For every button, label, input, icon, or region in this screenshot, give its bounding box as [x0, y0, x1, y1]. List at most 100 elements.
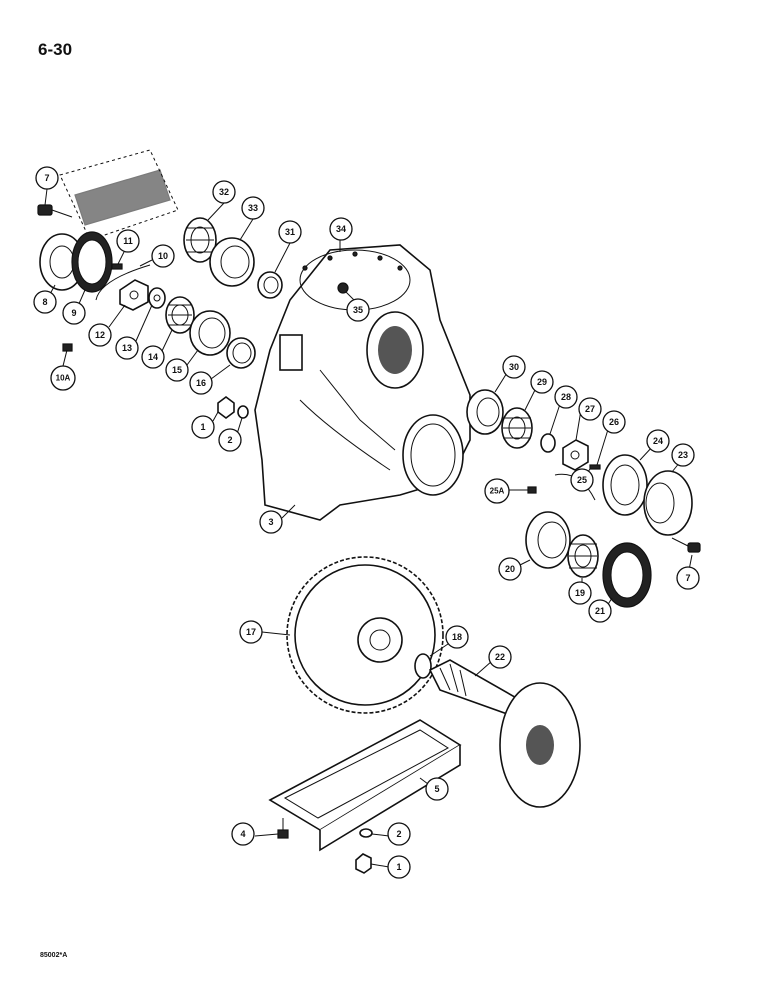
svg-text:1: 1 — [200, 422, 205, 432]
callout-12: 12 — [88, 323, 112, 347]
callout-5: 5 — [425, 777, 449, 801]
svg-text:17: 17 — [246, 627, 256, 637]
callout-13: 13 — [115, 336, 139, 360]
svg-text:20: 20 — [505, 564, 515, 574]
svg-text:2: 2 — [227, 435, 232, 445]
callout-16: 16 — [189, 371, 213, 395]
svg-text:12: 12 — [95, 330, 105, 340]
axle-shaft-22 — [428, 659, 581, 808]
svg-text:7: 7 — [44, 173, 49, 183]
callout-14: 14 — [141, 345, 165, 369]
svg-text:10A: 10A — [56, 374, 71, 383]
pin-11 — [111, 263, 123, 270]
svg-text:23: 23 — [678, 450, 688, 460]
washer-2-lower — [359, 828, 373, 838]
svg-text:33: 33 — [248, 203, 258, 213]
nut-12 — [119, 279, 149, 311]
callout-28: 28 — [554, 385, 578, 409]
callout-18: 18 — [445, 625, 469, 649]
svg-text:3: 3 — [268, 517, 273, 527]
svg-text:27: 27 — [585, 404, 595, 414]
callout-23: 23 — [671, 443, 695, 467]
screw-25a — [527, 486, 537, 494]
washer-28 — [540, 433, 556, 453]
washer-13 — [148, 287, 166, 309]
svg-text:24: 24 — [653, 436, 663, 446]
cover-pan-5 — [268, 719, 462, 852]
gasket-24 — [602, 454, 648, 516]
svg-text:1: 1 — [396, 862, 401, 872]
page-number: 6-30 — [38, 40, 73, 59]
washer-2-upper — [237, 405, 249, 419]
callout-1-upper: 1 — [191, 415, 215, 439]
svg-text:15: 15 — [172, 365, 182, 375]
callout-19: 19 — [568, 581, 592, 605]
svg-text:13: 13 — [122, 343, 132, 353]
bolt-7-lower — [671, 537, 701, 553]
callout-33: 33 — [241, 196, 265, 220]
svg-text:2: 2 — [396, 829, 401, 839]
callout-8: 8 — [33, 290, 57, 314]
callout-1-lower: 1 — [387, 855, 411, 879]
plug-1-lower — [355, 853, 372, 874]
bearing-cone-29 — [501, 407, 533, 449]
callout-26: 26 — [602, 410, 626, 434]
bearing-cone-19 — [567, 534, 599, 578]
snap-ring-18 — [414, 653, 432, 679]
svg-text:5: 5 — [434, 784, 439, 794]
callout-25a: 25A — [484, 478, 510, 504]
svg-text:28: 28 — [561, 392, 571, 402]
svg-text:30: 30 — [509, 362, 519, 372]
callout-32: 32 — [212, 180, 236, 204]
plug-1-upper — [217, 396, 235, 419]
bearing-cup-33 — [209, 237, 255, 287]
svg-text:22: 22 — [495, 652, 505, 662]
svg-text:34: 34 — [336, 224, 346, 234]
svg-text:31: 31 — [285, 227, 295, 237]
callout-22: 22 — [488, 645, 512, 669]
callout-2-lower: 2 — [387, 822, 411, 846]
svg-text:8: 8 — [42, 297, 47, 307]
callout-10a: 10A — [50, 365, 76, 391]
callout-24: 24 — [646, 429, 670, 453]
svg-text:32: 32 — [219, 187, 229, 197]
callout-4: 4 — [231, 822, 255, 846]
bearing-cup-15 — [189, 310, 231, 356]
bearing-cup-30 — [466, 389, 504, 435]
svg-text:21: 21 — [595, 606, 605, 616]
phantom-axle-tube — [59, 149, 179, 241]
svg-text:35: 35 — [353, 305, 363, 315]
callout-17: 17 — [239, 620, 263, 644]
wire-10 — [95, 264, 151, 301]
bearing-cone-14 — [165, 296, 195, 334]
bearing-cone-32 — [183, 217, 217, 263]
callout-2-upper: 2 — [218, 428, 242, 452]
bolt-4 — [277, 818, 289, 839]
bearing-cup-20 — [525, 511, 571, 569]
callout-7-upper: 7 — [35, 166, 59, 190]
nut-27 — [562, 439, 589, 471]
svg-text:25: 25 — [577, 475, 587, 485]
bull-gear-17 — [286, 556, 444, 714]
callout-25: 25 — [570, 468, 594, 492]
seal-21 — [602, 542, 652, 608]
callout-9: 9 — [62, 301, 86, 325]
end-cover-23 — [643, 470, 693, 536]
svg-text:4: 4 — [240, 829, 245, 839]
svg-text:16: 16 — [196, 378, 206, 388]
callout-30: 30 — [502, 355, 526, 379]
seal-16 — [226, 337, 256, 369]
svg-text:19: 19 — [575, 588, 585, 598]
screw-10a — [62, 343, 73, 352]
pin-26 — [589, 464, 601, 470]
svg-text:11: 11 — [123, 236, 133, 246]
callout-3: 3 — [259, 510, 283, 534]
svg-text:10: 10 — [158, 251, 168, 261]
plug-35 — [337, 282, 349, 294]
callout-21: 21 — [588, 599, 612, 623]
callout-31: 31 — [278, 220, 302, 244]
svg-text:25A: 25A — [490, 487, 505, 496]
callout-35: 35 — [346, 298, 370, 322]
gasket-9 — [71, 231, 113, 293]
